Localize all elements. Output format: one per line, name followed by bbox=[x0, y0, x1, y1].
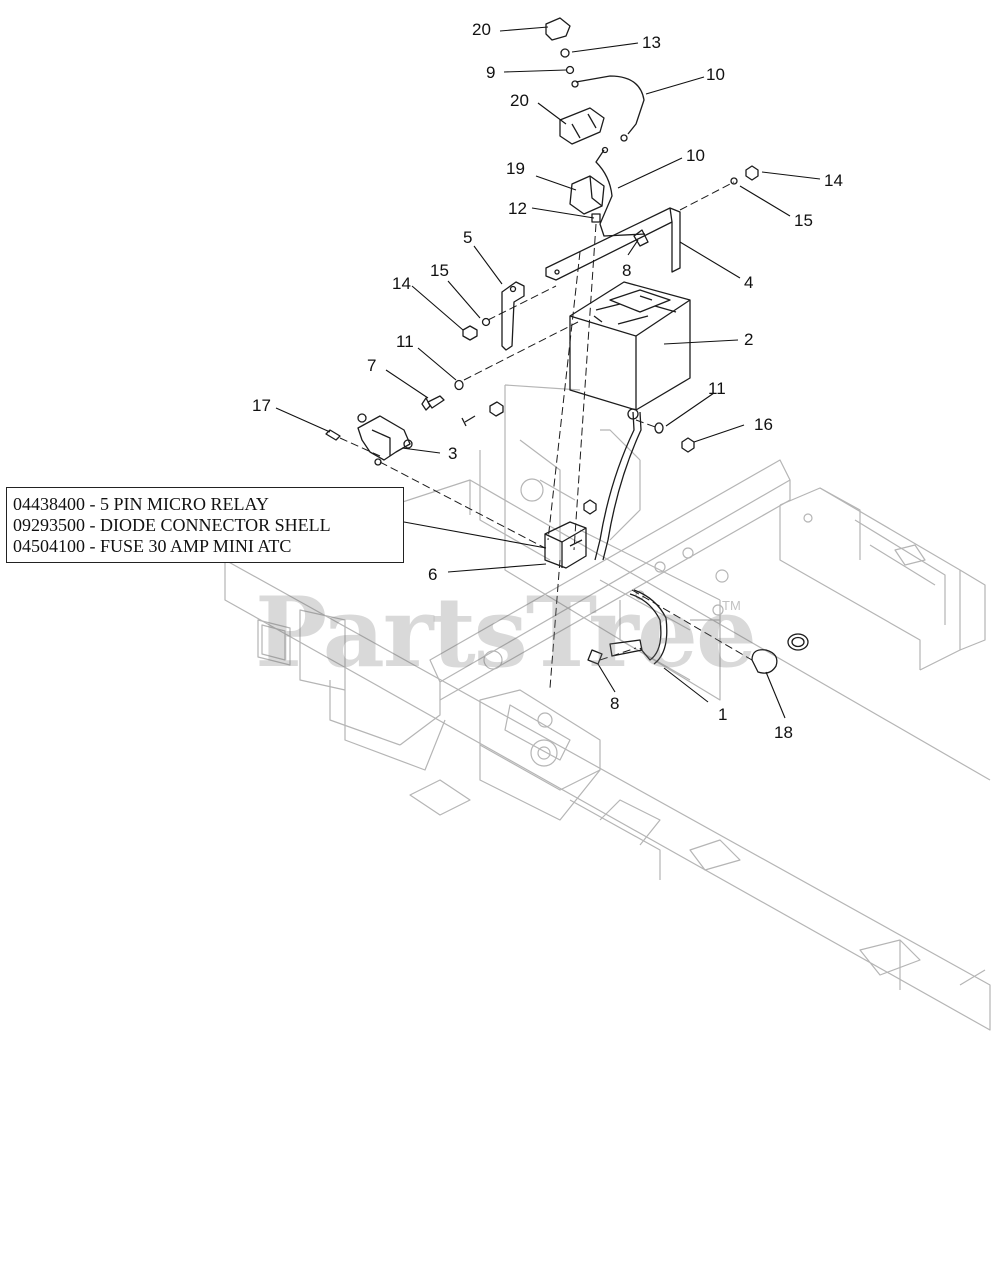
battery-boot-top bbox=[545, 17, 571, 41]
starter-solenoid bbox=[357, 415, 411, 461]
callout-13: 13 bbox=[642, 33, 661, 52]
callout-14-left: 14 bbox=[392, 274, 411, 293]
nut-14-right bbox=[745, 165, 759, 181]
bolt-7 bbox=[427, 395, 445, 409]
nut-13 bbox=[560, 48, 570, 58]
battery-cable-negative bbox=[594, 411, 635, 561]
nut-16 bbox=[681, 437, 695, 453]
callout-11-left: 11 bbox=[396, 332, 414, 351]
battery bbox=[569, 281, 691, 411]
washer-11-right bbox=[654, 422, 664, 434]
watermark: PartsTree bbox=[255, 576, 757, 689]
nut-9 bbox=[565, 65, 575, 75]
assembly-lines bbox=[339, 181, 753, 689]
callout-18: 18 bbox=[774, 723, 793, 742]
screw-12 bbox=[591, 213, 601, 223]
callout-12: 12 bbox=[508, 199, 527, 218]
callout-17: 17 bbox=[252, 396, 271, 415]
washer-15-right bbox=[730, 177, 738, 185]
callout-10-top: 10 bbox=[706, 65, 725, 84]
callout-15-right: 15 bbox=[794, 211, 813, 230]
grommet-18 bbox=[751, 649, 778, 674]
callout-9: 9 bbox=[486, 63, 496, 82]
battery-cable-positive bbox=[575, 75, 645, 135]
washer-11-left bbox=[454, 379, 464, 391]
callout-16: 16 bbox=[754, 415, 773, 434]
callout-4: 4 bbox=[744, 273, 754, 292]
callout-20-top: 20 bbox=[472, 20, 491, 39]
watermark-trademark: TM bbox=[722, 598, 741, 613]
callout-20-middle: 20 bbox=[510, 91, 529, 110]
callout-15-left: 15 bbox=[430, 261, 449, 280]
callout-6: 6 bbox=[428, 565, 438, 584]
callout-8-bottom: 8 bbox=[610, 694, 620, 713]
callout-5: 5 bbox=[463, 228, 473, 247]
mower-frame bbox=[224, 384, 991, 1031]
battery-cable-lower bbox=[595, 149, 646, 237]
callout-10-middle: 10 bbox=[686, 146, 705, 165]
clip-8-top bbox=[633, 229, 649, 247]
callout-19: 19 bbox=[506, 159, 525, 178]
legend-line-relay: 04438400 - 5 PIN MICRO RELAY bbox=[13, 494, 269, 514]
callout-1: 1 bbox=[718, 705, 728, 724]
legend-line-fuse: 04504100 - FUSE 30 AMP MINI ATC bbox=[13, 536, 292, 556]
screw-17 bbox=[325, 429, 341, 441]
part-number-legend: 04438400 - 5 PIN MICRO RELAY 09293500 - … bbox=[6, 487, 404, 563]
callout-8-top: 8 bbox=[622, 261, 632, 280]
battery-boot-middle bbox=[559, 107, 605, 145]
washer-15-left bbox=[481, 317, 491, 327]
frame-holes bbox=[483, 478, 813, 767]
callout-7: 7 bbox=[367, 356, 377, 375]
nut-14-left bbox=[462, 325, 478, 341]
battery-hold-down-bar bbox=[545, 207, 681, 281]
callout-11-right: 11 bbox=[708, 379, 726, 398]
terminal-cover bbox=[569, 175, 605, 215]
j-bolt-5 bbox=[501, 281, 525, 351]
callout-3: 3 bbox=[448, 444, 458, 463]
relay-assembly bbox=[544, 521, 587, 569]
callout-2: 2 bbox=[744, 330, 754, 349]
callout-14-right: 14 bbox=[824, 171, 843, 190]
legend-line-diode-shell: 09293500 - DIODE CONNECTOR SHELL bbox=[13, 515, 331, 535]
leader-lines bbox=[275, 26, 821, 719]
parts bbox=[325, 17, 809, 674]
